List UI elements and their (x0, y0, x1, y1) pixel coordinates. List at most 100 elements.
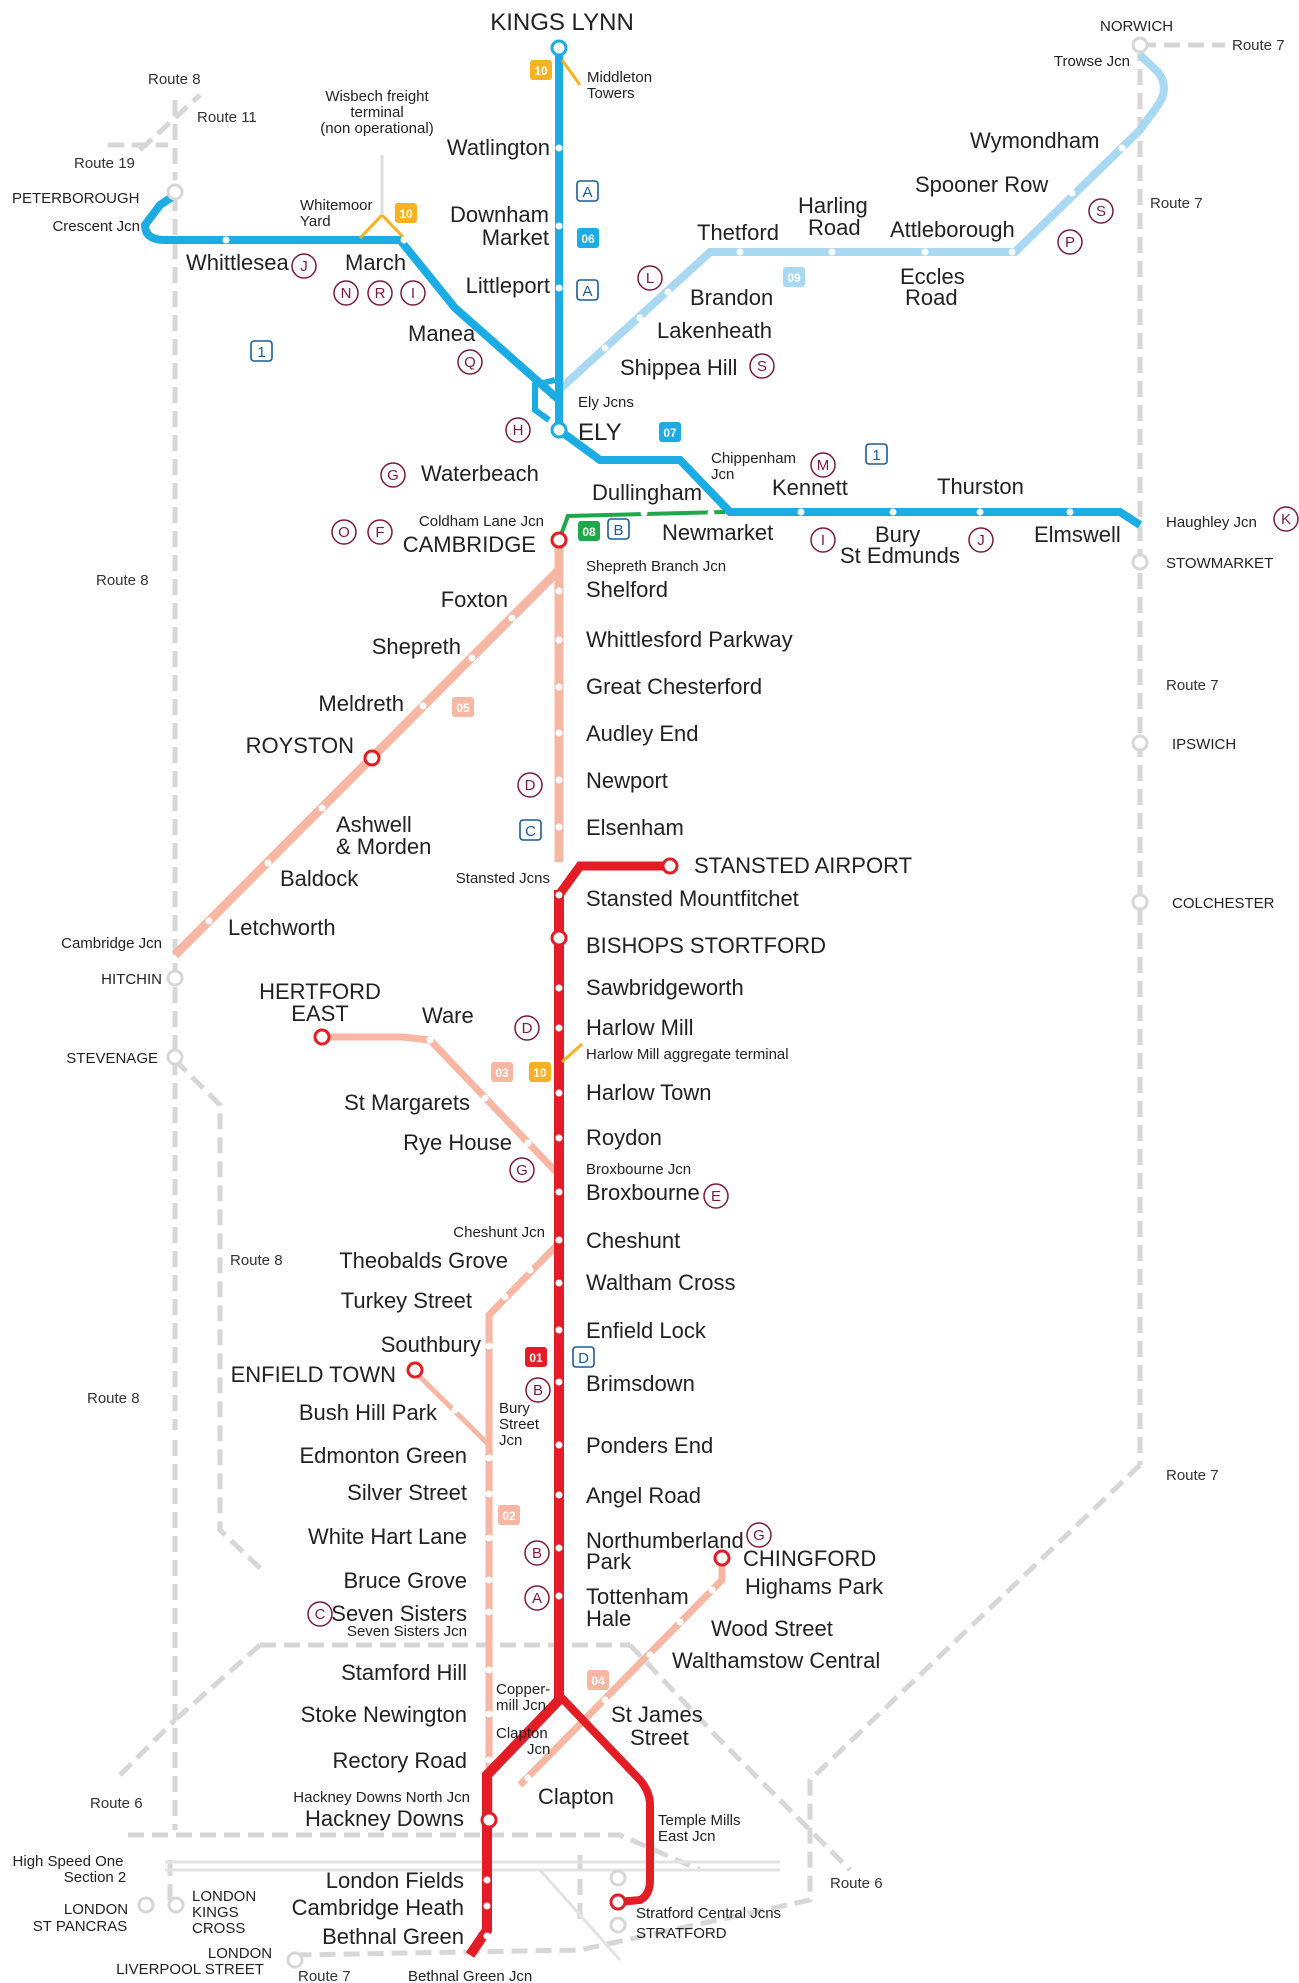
station-hertford-east[interactable] (313, 1028, 331, 1046)
station-cambridge[interactable] (550, 531, 568, 549)
label-route-7-bottom: Route 7 (1166, 1467, 1219, 1484)
station-kings-lynn[interactable] (550, 39, 568, 57)
label-stowmarket: STOWMARKET (1166, 555, 1273, 572)
station-stowmarket[interactable] (1131, 553, 1149, 571)
station-stansted-airport[interactable] (661, 857, 679, 875)
circle-A-tottenham: A (524, 1585, 550, 1611)
svg-text:C: C (315, 1606, 326, 1623)
station-hackney-downs[interactable] (480, 1811, 498, 1829)
label-cambridge-jcn: Cambridge Jcn (61, 935, 162, 952)
label-norwich: NORWICH (1100, 18, 1173, 35)
label-temple-mills-2: East Jcn (658, 1828, 716, 1845)
badge-05: 05 (452, 697, 474, 717)
dot-walthamstow (646, 1651, 654, 1659)
station-ipswich[interactable] (1131, 734, 1149, 752)
dot-silver-street (485, 1490, 493, 1498)
station-dots (205, 144, 1126, 1940)
label-wisbech-1: Wisbech freight (325, 88, 429, 105)
station-labels: KINGS LYNN Middleton Towers Watlington D… (12, 9, 1275, 1978)
station-royston[interactable] (363, 749, 381, 767)
label-ely: ELY (578, 419, 622, 446)
circle-E: E (703, 1183, 729, 1209)
svg-text:F: F (375, 524, 384, 541)
station-stratford-central-jcns[interactable] (609, 1893, 627, 1911)
badge-06: 06 (577, 228, 599, 248)
label-harlow-mill-aggregate: Harlow Mill aggregate terminal (586, 1046, 789, 1063)
label-middleton-towers-1: Middleton (587, 69, 652, 86)
station-stratford[interactable] (609, 1916, 627, 1934)
badge-01: 01 (525, 1347, 547, 1367)
label-hs1-1: High Speed One (13, 1853, 124, 1870)
label-tottenham-1: Tottenham (586, 1584, 689, 1609)
station-chingford[interactable] (713, 1549, 731, 1567)
svg-text:04: 04 (591, 1674, 605, 1688)
svg-text:02: 02 (502, 1509, 516, 1523)
svg-text:C: C (525, 823, 536, 840)
label-shepreth: Shepreth (372, 634, 461, 659)
station-colchester[interactable] (1131, 893, 1149, 911)
station-liverpool-street[interactable] (286, 1951, 304, 1969)
station-ely[interactable] (550, 421, 568, 439)
label-hackney-downs-north: Hackney Downs North Jcn (293, 1789, 470, 1806)
svg-text:O: O (338, 524, 350, 541)
label-eccles-1: Eccles (900, 264, 965, 289)
dot-march (400, 236, 408, 244)
station-st-pancras[interactable] (137, 1896, 155, 1914)
label-st-margarets: St Margarets (344, 1090, 470, 1115)
route-8-line (108, 93, 202, 180)
label-whitemoor-1: Whitemoor (300, 197, 373, 214)
circle-O: O (331, 519, 357, 545)
label-silver-street: Silver Street (347, 1480, 467, 1505)
label-ipswich: IPSWICH (1172, 736, 1236, 753)
label-bethnal-green-jcn: Bethnal Green Jcn (408, 1968, 532, 1983)
line-ref-badges: 10 10 06 09 07 08 05 03 10 01 02 04 (395, 60, 805, 1690)
label-harling-1: Harling (798, 193, 868, 218)
dot-stoke-newington (485, 1710, 493, 1718)
station-peterborough[interactable] (166, 183, 184, 201)
label-coppermill-2: mill Jcn (496, 1697, 546, 1714)
freight-middleton (560, 59, 582, 86)
square-D: D (572, 1346, 595, 1368)
dot-ashwell (318, 804, 326, 812)
label-stoke-newington: Stoke Newington (301, 1702, 467, 1727)
label-stansted-jcns: Stansted Jcns (456, 870, 550, 887)
station-stevenage[interactable] (166, 1048, 184, 1066)
dot-thurston (976, 508, 984, 516)
dot-northumberland (555, 1544, 563, 1552)
label-route-8-top: Route 8 (148, 71, 201, 88)
square-1-left: 1 (250, 340, 273, 362)
label-downham-2: Market (482, 225, 549, 250)
station-norwich[interactable] (1131, 36, 1149, 54)
label-trowse-jcn: Trowse Jcn (1054, 53, 1130, 70)
dot-angel-road (555, 1491, 563, 1499)
label-downham-1: Downham (450, 202, 549, 227)
dot-bruce-grove (485, 1576, 493, 1584)
label-enfield-town: ENFIELD TOWN (231, 1362, 396, 1387)
label-route-19: Route 19 (74, 155, 135, 172)
svg-text:G: G (387, 467, 399, 484)
label-wood-street: Wood Street (711, 1616, 833, 1641)
label-seven-sisters: Seven Sisters (331, 1601, 467, 1626)
station-enfield-town[interactable] (406, 1361, 424, 1379)
label-stratford-central: Stratford Central Jcns (636, 1905, 781, 1922)
circle-B-northumberland: B (524, 1540, 550, 1566)
svg-text:A: A (582, 283, 592, 300)
label-route-11: Route 11 (197, 109, 257, 126)
dot-wood-street (676, 1618, 684, 1626)
circle-J-whittlesea: J (291, 253, 317, 279)
dot-southbury (485, 1342, 493, 1350)
label-thetford: Thetford (697, 220, 779, 245)
dot-kennett (797, 508, 805, 516)
label-crescent-jcn: Crescent Jcn (52, 218, 140, 235)
station-kings-cross[interactable] (167, 1896, 185, 1914)
dot-harlow-town (555, 1089, 563, 1097)
label-elmswell: Elmswell (1034, 522, 1121, 547)
label-brimsdown: Brimsdown (586, 1371, 695, 1396)
svg-text:A: A (582, 184, 592, 201)
label-edmonton-green: Edmonton Green (299, 1443, 467, 1468)
label-highams-park: Highams Park (745, 1574, 884, 1599)
station-hitchin[interactable] (166, 969, 184, 987)
station-stratford-low[interactable] (609, 1869, 627, 1887)
station-bishops-stortford[interactable] (550, 929, 568, 947)
